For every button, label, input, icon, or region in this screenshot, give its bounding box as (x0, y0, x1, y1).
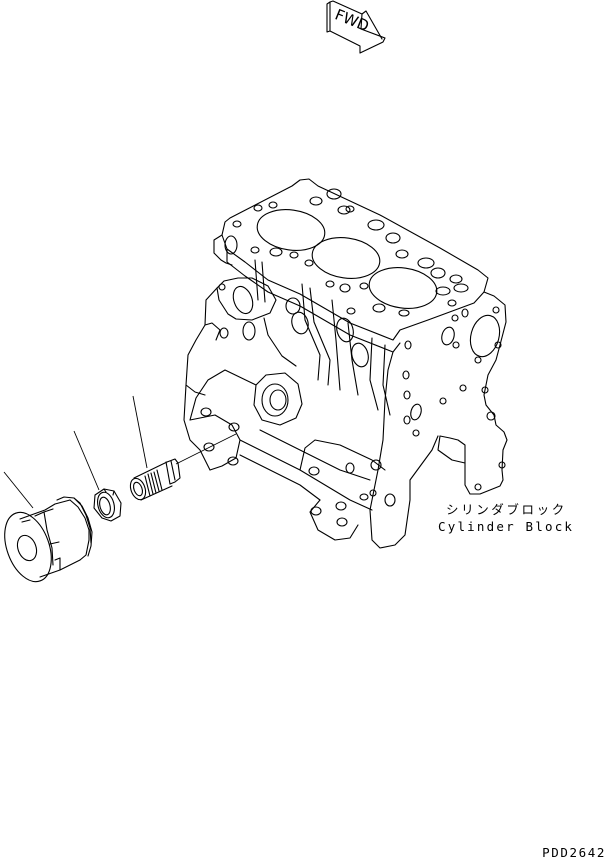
cylinder-block-label-jp: シリンダブロック (446, 502, 567, 517)
threaded-stud-icon (129, 458, 181, 501)
assembly-axis-line (175, 433, 237, 465)
leader-line-filter (3, 471, 34, 509)
filter-cartridge-icon (4, 496, 93, 583)
hex-nut-icon (93, 488, 122, 522)
drawing-id: PDD2642 (542, 845, 606, 860)
cylinder-block-label-en: Cylinder Block (438, 519, 575, 534)
leader-line-stud (132, 395, 148, 469)
leader-line-nut (73, 430, 100, 491)
